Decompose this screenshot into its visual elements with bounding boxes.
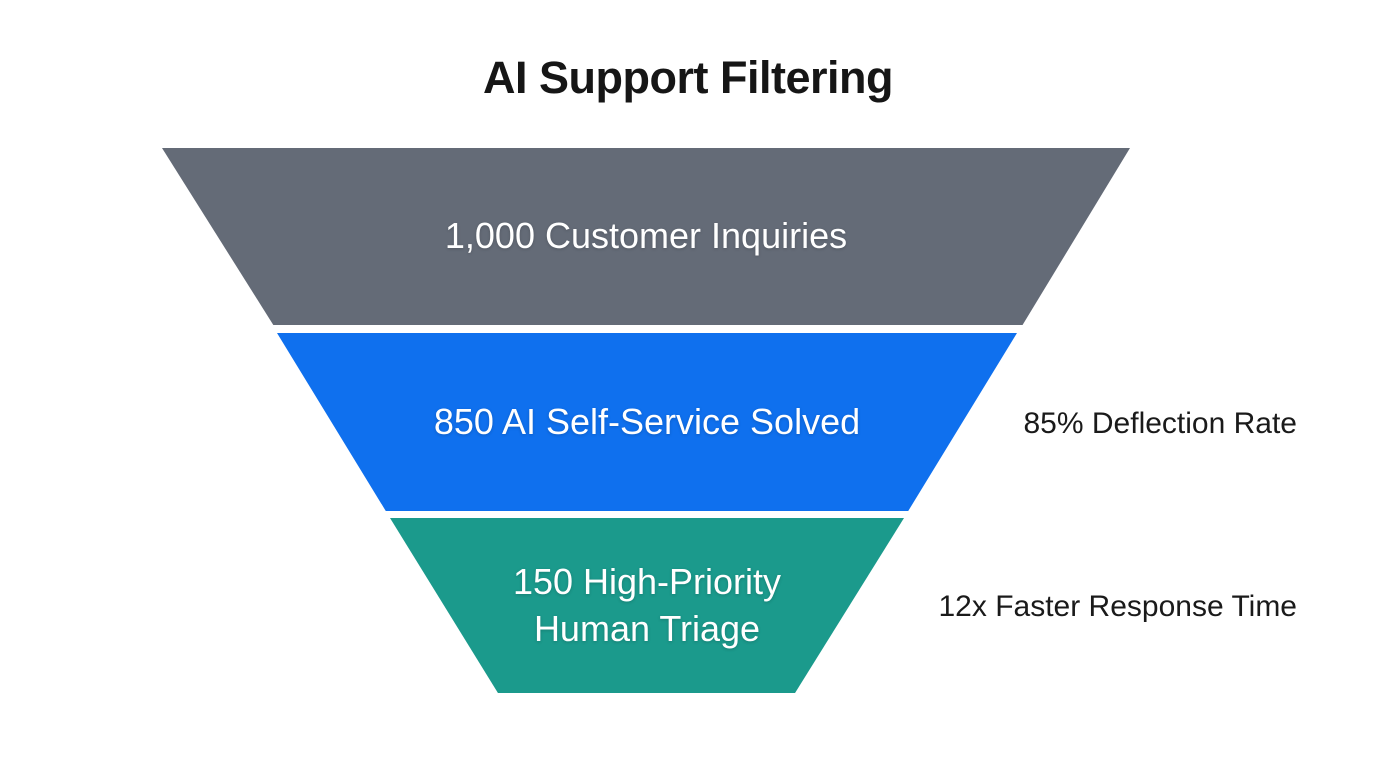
funnel-stage-ai-self-service: 850 AI Self-Service Solved [277, 333, 1017, 511]
stage-label-human-triage: 150 High-Priority Human Triage [512, 561, 782, 649]
stage-label-customer-inquiries: 1,000 Customer Inquiries [444, 215, 848, 257]
funnel-stage-human-triage: 150 High-Priority Human Triage [390, 518, 904, 693]
stage-label-ai-self-service: 850 AI Self-Service Solved [433, 400, 861, 442]
annotation-deflection-rate: 85% Deflection Rate [1023, 407, 1298, 440]
funnel-stage-customer-inquiries: 1,000 Customer Inquiries [162, 148, 1130, 325]
chart-title: AI Support Filtering [483, 52, 893, 103]
annotation-response-time: 12x Faster Response Time [938, 590, 1298, 623]
